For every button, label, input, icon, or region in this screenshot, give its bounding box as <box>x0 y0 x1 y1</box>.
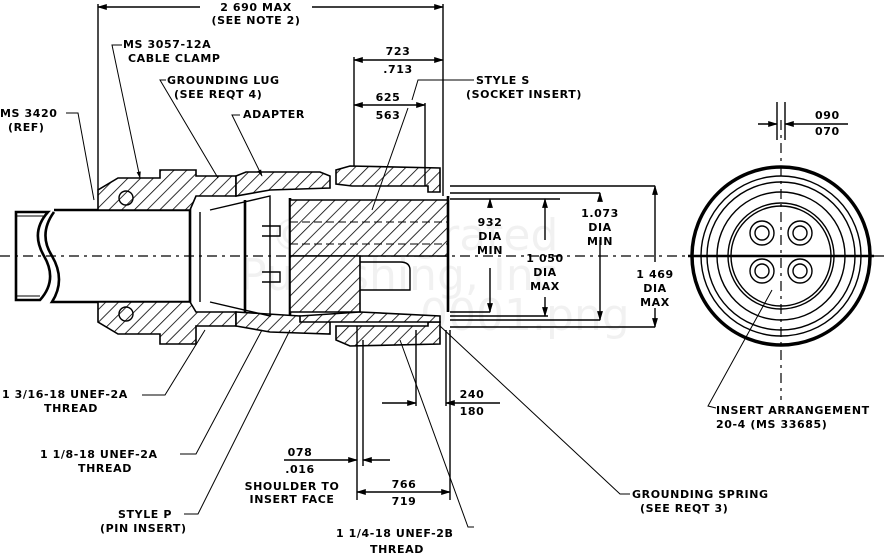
insert-arrangement-label: INSERT ARRANGEMENT <box>716 404 870 417</box>
dia-1050-value: 1 050 <box>526 252 563 265</box>
dim-078-016: 078 .016 SHOULDER TO INSERT FACE <box>245 326 390 506</box>
dim-180: 180 <box>460 405 485 418</box>
callout-adapter: ADAPTER <box>231 108 305 177</box>
dia-1050-dia: DIA <box>533 266 557 279</box>
adapter-label: ADAPTER <box>243 108 305 121</box>
callout-grounding-lug: GROUNDING LUG (SEE REQT 4) <box>159 74 280 179</box>
cable <box>14 208 192 304</box>
dim-723-713: 723 .713 <box>353 45 444 166</box>
dim-719: 719 <box>392 495 417 508</box>
callout-thread-1-1-4: 1 1/4-18 UNEF-2B THREAD <box>336 339 474 556</box>
dim-016: .016 <box>285 463 315 476</box>
coupling-nut-section <box>299 165 441 347</box>
dim-766-719: 766 719 <box>356 330 451 508</box>
dia-1073-dia: DIA <box>588 221 612 234</box>
dim-090-070: 090 070 <box>758 109 848 138</box>
dia-932-value: 932 <box>478 216 503 229</box>
dim-713: .713 <box>383 63 413 76</box>
style-s-label: STYLE S <box>476 74 530 87</box>
style-s-note: (SOCKET INSERT) <box>466 88 582 101</box>
insert-arrangement-value: 20-4 (MS 33685) <box>716 418 827 431</box>
cable-clamp-section <box>97 169 237 345</box>
dim-240: 240 <box>460 388 485 401</box>
overall-length-note: (SEE NOTE 2) <box>211 14 300 27</box>
dim-078: 078 <box>288 446 313 459</box>
style-p-note: (PIN INSERT) <box>100 522 187 535</box>
callout-grounding-spring: GROUNDING SPRING (SEE REQT 3) <box>439 325 769 515</box>
callout-cable-clamp: MS 3057-12A CABLE CLAMP <box>111 38 221 179</box>
dia-1073-min: MIN <box>587 235 613 248</box>
dim-766: 766 <box>392 478 417 491</box>
dim-diameters: 932 DIA MIN 1 050 DIA MAX 1.073 DIA MIN … <box>450 185 673 328</box>
insert-end-view <box>688 102 874 400</box>
cable-clamp-part: MS 3057-12A <box>123 38 211 51</box>
dim-240-180: 240 180 <box>382 330 500 418</box>
grounding-spring-label: GROUNDING SPRING <box>632 488 769 501</box>
dim-090: 090 <box>815 109 840 122</box>
shoulder-to-label: SHOULDER TO <box>245 480 340 493</box>
dim-723: 723 <box>386 45 411 58</box>
dia-1050-max: MAX <box>530 280 560 293</box>
grounding-spring-note: (SEE REQT 3) <box>640 502 728 515</box>
callout-insert-arrangement: INSERT ARRANGEMENT 20-4 (MS 33685) <box>707 289 870 431</box>
insert-section <box>289 196 450 313</box>
style-p-label: STYLE P <box>118 508 172 521</box>
dia-1469-max: MAX <box>640 296 670 309</box>
callout-style-p: STYLE P (PIN INSERT) <box>100 329 291 535</box>
thread-1-3-16-label: 1 3/16-18 UNEF-2A <box>2 388 128 401</box>
grounding-lug-note: (SEE REQT 4) <box>174 88 262 101</box>
dim-625-563: 625 563 <box>353 91 426 211</box>
thread-1-1-8-thread: THREAD <box>78 462 132 475</box>
dim-563: 563 <box>376 109 401 122</box>
dia-1469-dia: DIA <box>643 282 667 295</box>
ms3420-ref: (REF) <box>8 121 45 134</box>
overall-length-value: 2 690 MAX <box>220 1 292 14</box>
dim-625: 625 <box>376 91 401 104</box>
callout-thread-1-1-8: 1 1/8-18 UNEF-2A THREAD <box>40 329 263 475</box>
callout-ms3420: MS 3420 (REF) <box>0 107 95 201</box>
thread-1-1-4-label: 1 1/4-18 UNEF-2B <box>336 527 454 540</box>
dim-overall-length: 2 690 MAX (SEE NOTE 2) <box>97 1 444 196</box>
adapter-section <box>199 171 331 335</box>
ms3420-label: MS 3420 <box>0 107 58 120</box>
thread-1-3-16-thread: THREAD <box>44 402 98 415</box>
cable-clamp-label: CABLE CLAMP <box>128 52 221 65</box>
insert-face-label: INSERT FACE <box>250 493 335 506</box>
dim-070: 070 <box>815 125 840 138</box>
contact-cavities <box>749 220 813 284</box>
dia-1073-value: 1.073 <box>581 207 619 220</box>
grounding-lug-label: GROUNDING LUG <box>167 74 280 87</box>
dia-932-dia: DIA <box>478 230 502 243</box>
dia-932-min: MIN <box>477 244 503 257</box>
callout-thread-1-3-16: 1 3/16-18 UNEF-2A THREAD <box>2 329 206 415</box>
dia-1469-value: 1 469 <box>636 268 673 281</box>
callout-style-s: STYLE S (SOCKET INSERT) <box>411 74 582 101</box>
thread-1-1-4-thread: THREAD <box>370 543 424 556</box>
thread-1-1-8-label: 1 1/8-18 UNEF-2A <box>40 448 158 461</box>
